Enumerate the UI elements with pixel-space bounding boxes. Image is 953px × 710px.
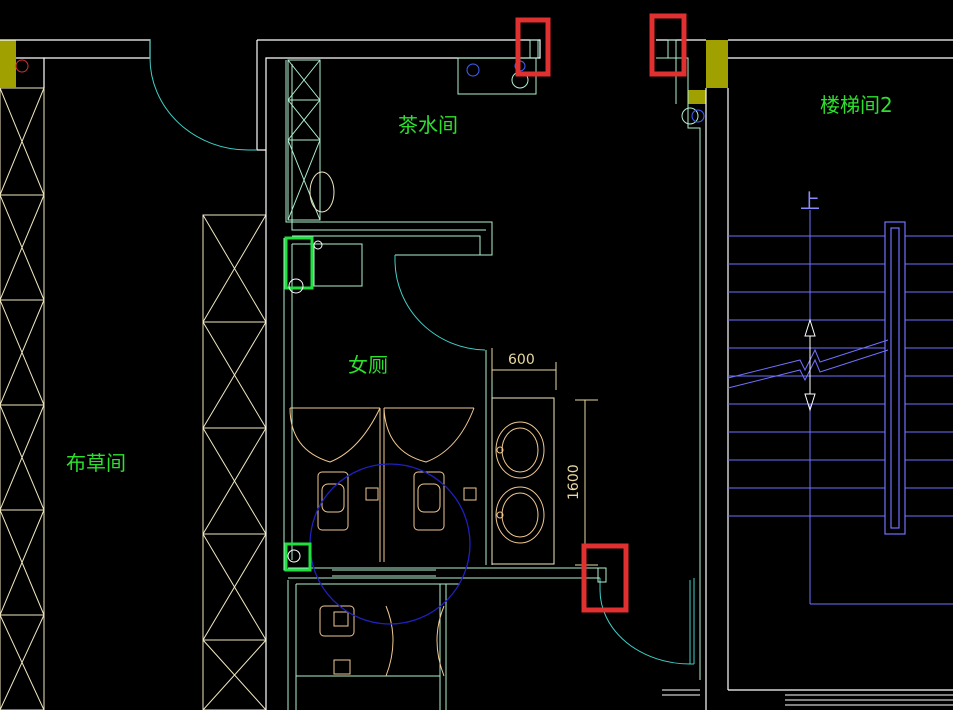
- stair-direction-arrows: [804, 318, 816, 412]
- toilets: [317, 471, 477, 677]
- label-tea-room: 茶水间: [398, 113, 458, 137]
- washbasins: [495, 421, 545, 544]
- toilet-stall-doors: [289, 407, 475, 562]
- stair-handrail: [884, 221, 906, 535]
- stair-bottom-steps: [662, 689, 953, 706]
- dimension-600: [491, 348, 557, 390]
- dimension-1600-label: 1600: [566, 464, 582, 500]
- tea-wall-fixture-blue: [691, 109, 705, 123]
- highlighted-wall-stubs: [529, 39, 677, 583]
- column-left: [0, 40, 16, 88]
- socket-symbol-left: [15, 59, 29, 73]
- doors: [149, 40, 695, 665]
- tea-wall-fixture: [681, 107, 699, 125]
- label-stairwell: 楼梯间2: [820, 93, 893, 117]
- corner-drains: [284, 236, 323, 572]
- highlight-box-3: [581, 543, 629, 613]
- label-womens-restroom: 女厕: [348, 353, 388, 377]
- tea-washbasin: [309, 171, 335, 213]
- walls: [0, 39, 953, 710]
- center-storage-rack: [202, 214, 267, 710]
- highlight-box-1: [515, 17, 551, 77]
- label-stair-up: 上: [800, 189, 820, 213]
- stair-treads: [728, 210, 953, 605]
- highlight-box-2: [649, 13, 687, 77]
- label-linen-room: 布草间: [66, 451, 126, 475]
- left-storage-rack: [0, 87, 45, 710]
- stair-break-line: [727, 339, 889, 389]
- column-small: [688, 90, 706, 104]
- column-right: [706, 40, 728, 88]
- red-highlight-boxes: [515, 13, 687, 613]
- dimension-600-label: 600: [508, 352, 535, 368]
- tea-counter: [287, 57, 537, 221]
- tea-drain-blue: [466, 63, 480, 77]
